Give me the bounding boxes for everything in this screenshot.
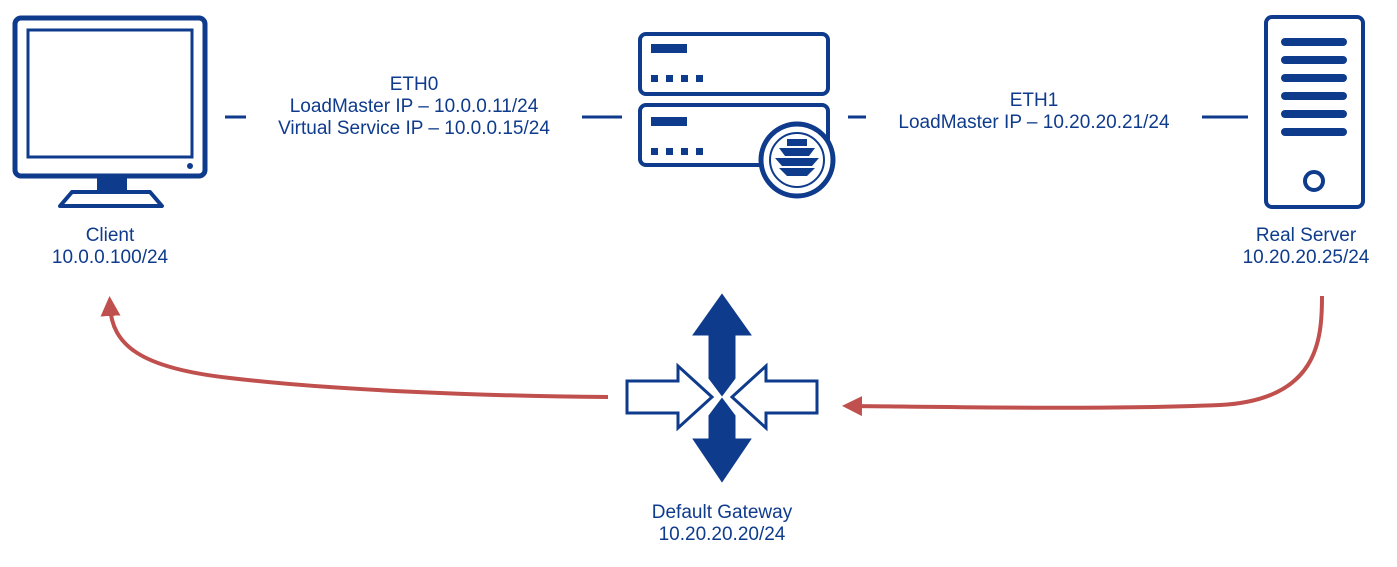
eth0-label: ETH0 LoadMaster IP – 10.0.0.11/24 Virtua…	[248, 74, 580, 140]
client-label: Client 10.0.0.100/24	[10, 225, 210, 269]
router-icon	[625, 293, 819, 483]
server-tower-icon	[1264, 15, 1365, 209]
return-path-server-to-gateway	[842, 295, 1324, 417]
eth0-virtual-service-ip: Virtual Service IP – 10.0.0.15/24	[278, 118, 550, 139]
eth0-iface: ETH0	[389, 74, 439, 95]
eth0-loadmaster-ip: LoadMaster IP – 10.0.0.11/24	[289, 96, 539, 117]
client-name: Client	[85, 225, 135, 246]
return-path-gateway-to-client	[100, 296, 609, 399]
monitor-icon	[12, 15, 208, 208]
gateway-label: Default Gateway 10.20.20.20/24	[600, 502, 844, 546]
gateway-ip: 10.20.20.20/24	[658, 524, 786, 545]
eth1-iface: ETH1	[1009, 90, 1059, 111]
eth1-label: ETH1 LoadMaster IP – 10.20.20.21/24	[866, 90, 1202, 134]
real-server-ip: 10.20.20.25/24	[1242, 247, 1370, 268]
gateway-name: Default Gateway	[651, 502, 793, 523]
loadmaster-appliance-icon	[638, 32, 836, 199]
real-server-name: Real Server	[1255, 225, 1357, 246]
client-ip: 10.0.0.100/24	[51, 247, 169, 268]
real-server-label: Real Server 10.20.20.25/24	[1220, 225, 1392, 269]
eth1-loadmaster-ip: LoadMaster IP – 10.20.20.21/24	[898, 112, 1170, 133]
